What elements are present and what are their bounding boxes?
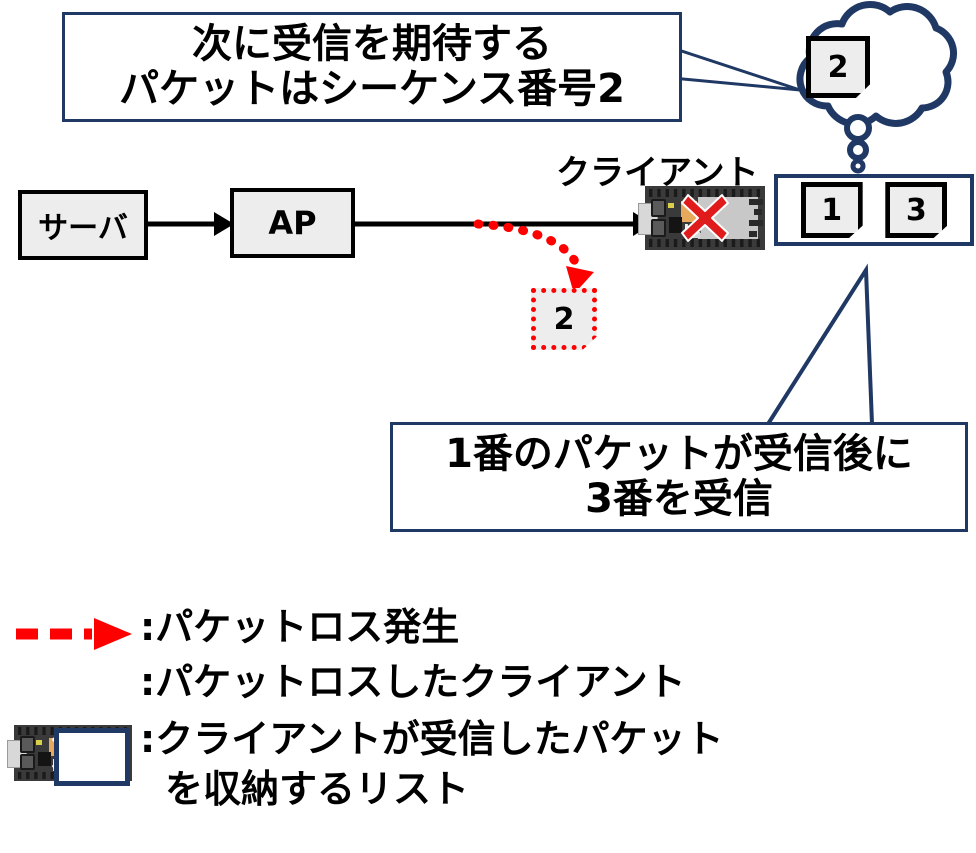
packet-expected-label: 2	[827, 49, 849, 85]
packet-lost: 2	[531, 288, 597, 350]
legend-board-dark-chip	[37, 751, 51, 767]
bottom-callout-line-1: 1番のパケットが受信後に	[445, 431, 913, 478]
legend-red-dashed-arrow-icon	[16, 618, 132, 650]
bottom-callout: 1番のパケットが受信後に 3番を受信	[390, 422, 968, 532]
bottom-callout-leader	[766, 263, 874, 426]
ap-node-label: AP	[268, 204, 317, 242]
board-antenna-icon	[749, 198, 763, 238]
server-node: サーバ	[18, 190, 148, 260]
board-pin-header-top	[648, 188, 762, 197]
client-board-icon	[637, 186, 765, 250]
board-led	[667, 202, 674, 209]
server-node-label: サーバ	[38, 211, 128, 246]
legend-label-3-line-1: :クライアントが受信したパケット	[140, 717, 724, 761]
packet-loss-arrow	[473, 219, 594, 294]
board-pin-header-bottom	[648, 239, 762, 248]
legend-navy-list-box-icon	[54, 728, 130, 786]
packet-received-2-label: 3	[905, 192, 927, 228]
packet-received-1: 1	[800, 182, 863, 238]
top-callout: 次に受信を期待する パケットはシーケンス番号2	[62, 12, 682, 122]
red-x-icon	[681, 194, 729, 242]
packet-received-1-label: 1	[821, 192, 843, 228]
legend-label-3-line-2: を収納するリスト	[165, 767, 470, 811]
board-button-left	[651, 198, 666, 217]
legend-board-led	[36, 739, 43, 745]
top-callout-line-1: 次に受信を期待する	[192, 21, 552, 68]
packet-received-2: 3	[885, 182, 948, 238]
packet-lost-label: 2	[553, 301, 575, 337]
server-to-ap-arrow	[148, 212, 234, 236]
bottom-callout-line-2: 3番を受信	[585, 476, 773, 522]
ap-node: AP	[230, 188, 355, 258]
board-dark-chip	[669, 216, 683, 234]
legend-board-button-right	[19, 753, 35, 770]
board-button-right	[651, 219, 666, 238]
top-callout-line-2: パケットはシーケンス番号2	[119, 66, 625, 112]
legend-board-button-left	[19, 736, 35, 753]
received-packet-list: 1 3	[774, 174, 974, 246]
packet-expected: 2	[806, 36, 870, 98]
legend-label-1: :パケットロス発生	[140, 605, 460, 649]
legend-label-2: :パケットロスしたクライアント	[140, 660, 686, 704]
